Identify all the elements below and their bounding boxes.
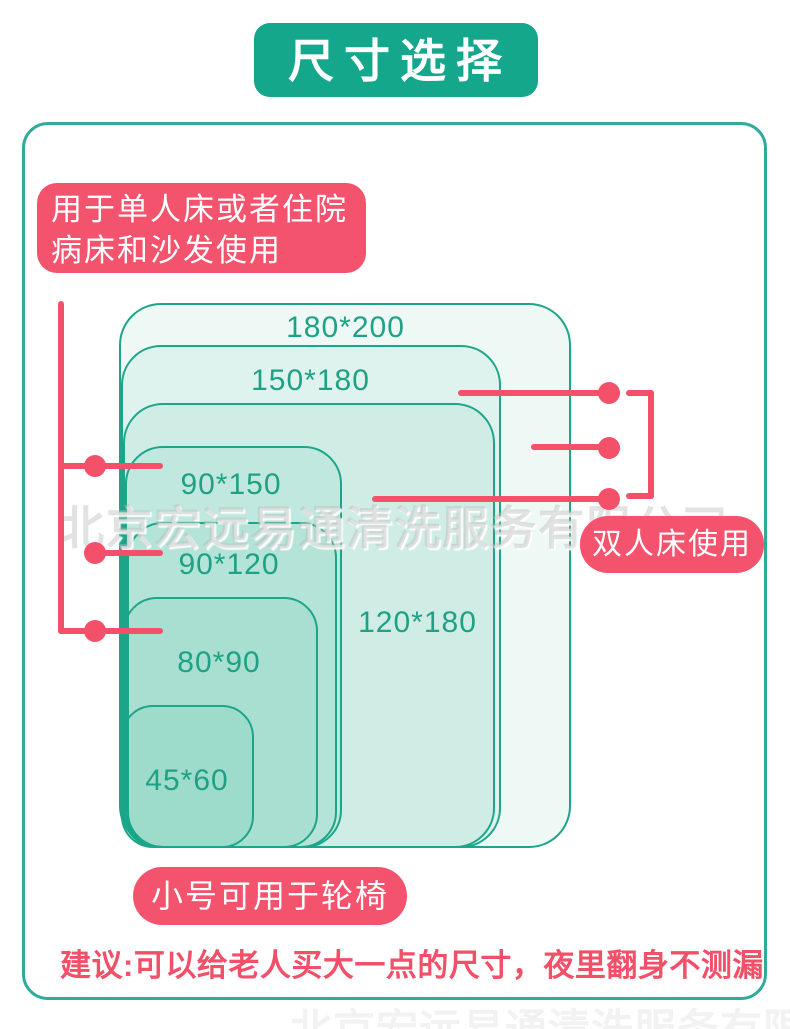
advice-text: 建议:可以给老人买大一点的尺寸，夜里翻身不测漏 <box>60 948 764 983</box>
single-bed-note: 用于单人床或者住院 病床和沙发使用 <box>37 183 366 273</box>
single-bed-note-line2: 病床和沙发使用 <box>51 233 282 268</box>
watermark-text-bottom: 北京宏远易通清洗服务有限公司 <box>290 996 790 1029</box>
right-connector-line-150x180 <box>458 390 610 396</box>
size-rect-45x60 <box>121 705 254 848</box>
right-bracket-bottom-cap <box>626 493 654 499</box>
pointer-dot <box>598 382 620 404</box>
size-label-150x180: 150*180 <box>251 364 370 397</box>
size-label-80x90: 80*90 <box>177 646 261 679</box>
size-label-120x180: 120*180 <box>358 606 477 639</box>
left-connector-line-90x120 <box>88 550 163 556</box>
size-label-90x120: 90*120 <box>178 548 280 581</box>
size-label-180x200: 180*200 <box>286 311 405 344</box>
pointer-dot <box>598 437 620 459</box>
right-bracket-vertical-line <box>648 390 654 499</box>
right-connector-line-180x200 <box>531 444 610 450</box>
double-bed-note: 双人床使用 <box>580 516 764 573</box>
pointer-dot <box>84 542 106 564</box>
pointer-dot <box>84 455 106 477</box>
size-rect-90x150 <box>125 446 342 848</box>
size-label-45x60: 45*60 <box>145 764 229 797</box>
left-connector-line-90x150 <box>58 463 163 469</box>
right-bracket-top-cap <box>626 390 654 396</box>
size-rect-90x120 <box>127 522 337 848</box>
left-connector-line-80x90 <box>58 628 163 634</box>
page-title: 尺寸选择 <box>254 23 538 97</box>
wheelchair-note: 小号可用于轮椅 <box>133 867 407 925</box>
right-connector-line-120x180 <box>372 496 610 502</box>
single-bed-note-line1: 用于单人床或者住院 <box>51 192 348 227</box>
size-label-90x150: 90*150 <box>180 468 282 501</box>
pointer-dot <box>84 620 106 642</box>
pointer-dot <box>598 488 620 510</box>
